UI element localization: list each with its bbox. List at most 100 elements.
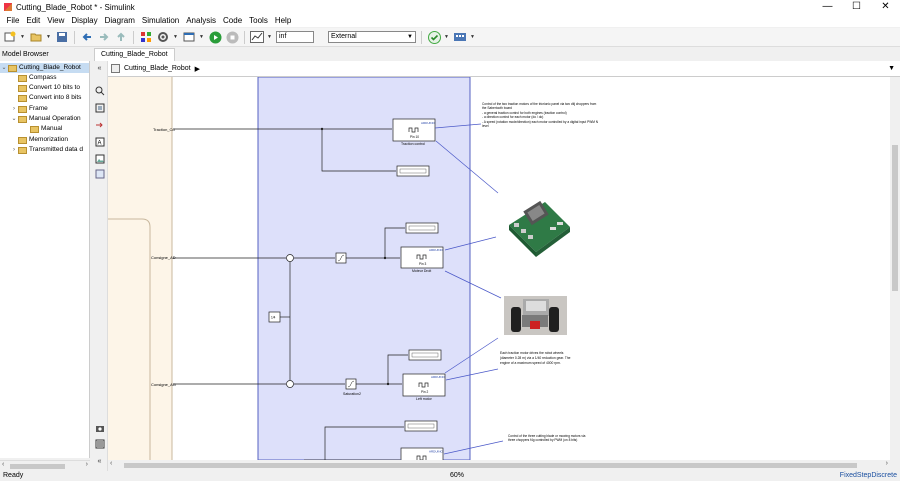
menu-help[interactable]: Help	[271, 16, 294, 25]
settings-dropdown-icon[interactable]: ▼	[173, 34, 179, 40]
scroll-right-icon[interactable]: ›	[86, 461, 88, 468]
model-explorer-icon[interactable]	[182, 30, 196, 44]
display-field	[412, 353, 438, 357]
menu-tools[interactable]: Tools	[246, 16, 272, 25]
scroll-left-icon[interactable]: ‹	[110, 460, 112, 467]
status-text: Ready	[3, 471, 23, 481]
library-browser-icon[interactable]	[139, 30, 153, 44]
minimize-button[interactable]: —	[813, 0, 842, 14]
simulation-mode-select[interactable]: External▼	[328, 31, 416, 43]
solver-link[interactable]: FixedStepDiscrete	[840, 471, 897, 481]
back-arrow-icon[interactable]	[80, 30, 94, 44]
signal-arrow-icon[interactable]	[94, 120, 105, 130]
menu-file[interactable]: File	[3, 16, 23, 25]
diagram-svg: Traction_Cd ARDUINO Pin 10 Traction cont…	[108, 77, 890, 460]
expand-toggle-icon[interactable]: ›	[10, 104, 18, 114]
status-bar: Ready 60% FixedStepDiscrete	[0, 471, 900, 481]
sum-block[interactable]	[287, 255, 294, 262]
build-hardware-icon[interactable]	[453, 30, 467, 44]
menu-analysis[interactable]: Analysis	[183, 16, 220, 25]
fit-to-view-icon[interactable]	[94, 103, 105, 113]
menu-edit[interactable]: Edit	[23, 16, 44, 25]
model-browser-hscrollbar[interactable]: ‹ ›	[0, 460, 90, 471]
tree-item-root[interactable]: ⌄ Cutting_Blade_Robot	[0, 63, 90, 73]
toolbar-separator	[74, 31, 75, 44]
tree-item-convert-8[interactable]: Convert into 8 bits	[10, 93, 81, 103]
tree-item-transmitted-data[interactable]: › Transmitted data d	[10, 145, 83, 155]
note-blade[interactable]: Control of the three cutting blade or mo…	[508, 434, 586, 442]
note-wheels[interactable]: Each traction motor drives the robot whe…	[500, 351, 571, 365]
data-inspector-icon[interactable]	[250, 30, 264, 44]
close-button[interactable]: ✕	[871, 0, 900, 14]
model-advisor-check-icon[interactable]	[427, 30, 441, 44]
menu-display[interactable]: Display	[68, 16, 101, 25]
run-play-icon[interactable]	[208, 30, 222, 44]
arduino-label: ARDUINO	[429, 450, 444, 454]
tree-item-frame[interactable]: › Frame	[10, 104, 48, 114]
up-arrow-icon[interactable]	[114, 30, 128, 44]
note-wheels-line-1: Each traction motor drives the robot whe…	[500, 351, 564, 355]
screenshot-camera-icon[interactable]	[94, 423, 105, 433]
property-inspector-icon[interactable]	[94, 439, 105, 449]
subsystem-folder-icon	[18, 137, 27, 144]
expand-toggle-icon[interactable]: ⌄	[10, 114, 18, 124]
stop-time-input[interactable]: inf	[276, 31, 314, 43]
expand-toggle-icon[interactable]: ›	[10, 145, 18, 155]
save-icon[interactable]	[55, 30, 69, 44]
tree-item-label: Frame	[29, 104, 48, 114]
arduino-label: ARDUINO	[429, 248, 444, 252]
scroll-left-icon[interactable]: ‹	[2, 461, 4, 468]
diagram-canvas[interactable]: Traction_Cd ARDUINO Pin 10 Traction cont…	[108, 77, 890, 460]
scrollbar-thumb[interactable]	[892, 145, 898, 291]
model-browser: ⌄ Cutting_Blade_Robot Compass Convert 10…	[0, 61, 90, 458]
simulink-logo-icon	[4, 3, 12, 11]
address-dropdown-icon[interactable]: ▼	[888, 65, 895, 72]
zoom-icon[interactable]	[94, 86, 105, 96]
area-icon[interactable]	[94, 169, 105, 179]
menu-diagram[interactable]: Diagram	[101, 16, 138, 25]
breadcrumb[interactable]: Cutting_Blade_Robot	[124, 65, 191, 72]
block-name-saturation2: Saturation2	[343, 392, 361, 396]
open-folder-icon[interactable]	[29, 30, 43, 44]
zoom-level: 60%	[450, 471, 464, 481]
menu-view[interactable]: View	[44, 16, 68, 25]
build-dropdown-icon[interactable]: ▼	[470, 34, 476, 40]
menu-code[interactable]: Code	[220, 16, 246, 25]
display-field	[409, 226, 435, 230]
tab-model[interactable]: Cutting_Blade_Robot	[94, 48, 175, 61]
annotation-icon[interactable]: A	[94, 137, 105, 147]
scrollbar-thumb[interactable]	[124, 463, 857, 468]
tree-item-manual-operation[interactable]: ⌄ Manual Operation	[10, 114, 81, 124]
open-dropdown-icon[interactable]: ▼	[46, 34, 52, 40]
hide-browser-icon[interactable]: «	[94, 64, 105, 74]
inspector-dropdown-icon[interactable]: ▼	[267, 34, 273, 40]
simulation-mode-value: External	[331, 33, 357, 40]
new-model-icon[interactable]	[3, 30, 17, 44]
note-traction[interactable]: Control of the two traction motors of th…	[482, 102, 599, 128]
image-icon[interactable]	[94, 154, 105, 164]
collapse-palette-icon[interactable]: «	[94, 457, 105, 467]
maximize-button[interactable]: ☐	[842, 0, 871, 14]
model-settings-gear-icon[interactable]	[156, 30, 170, 44]
arduino-label: ARDUINO	[431, 375, 446, 379]
tree-item-convert-10[interactable]: Convert 10 bits to	[10, 83, 80, 93]
new-dropdown-icon[interactable]: ▼	[20, 34, 26, 40]
sum-block[interactable]	[287, 381, 294, 388]
note-traction-line-5: - A speed (rotation mode/direction) each…	[482, 120, 599, 124]
menu-simulation[interactable]: Simulation	[138, 16, 182, 25]
advisor-dropdown-icon[interactable]: ▼	[444, 34, 450, 40]
canvas-hscrollbar[interactable]: ‹ ›	[108, 460, 890, 471]
forward-arrow-icon[interactable]	[97, 30, 111, 44]
tree-item-memorization[interactable]: Memorization	[10, 135, 68, 145]
stop-icon[interactable]	[225, 30, 239, 44]
scrollbar-thumb[interactable]	[10, 464, 65, 469]
explorer-dropdown-icon[interactable]: ▼	[199, 34, 205, 40]
tree-item-manual[interactable]: Manual	[22, 124, 62, 134]
note-wheels-line-2: (diameter 0.28 m) via a 1/40 reduction g…	[500, 356, 571, 360]
toolbar-separator	[421, 31, 422, 44]
breadcrumb-arrow-icon[interactable]: ▶	[195, 65, 200, 73]
canvas-vscrollbar[interactable]	[890, 77, 900, 460]
scroll-right-icon[interactable]: ›	[886, 460, 888, 467]
expand-toggle-icon[interactable]: ⌄	[0, 63, 8, 73]
tree-item-compass[interactable]: Compass	[10, 73, 56, 83]
